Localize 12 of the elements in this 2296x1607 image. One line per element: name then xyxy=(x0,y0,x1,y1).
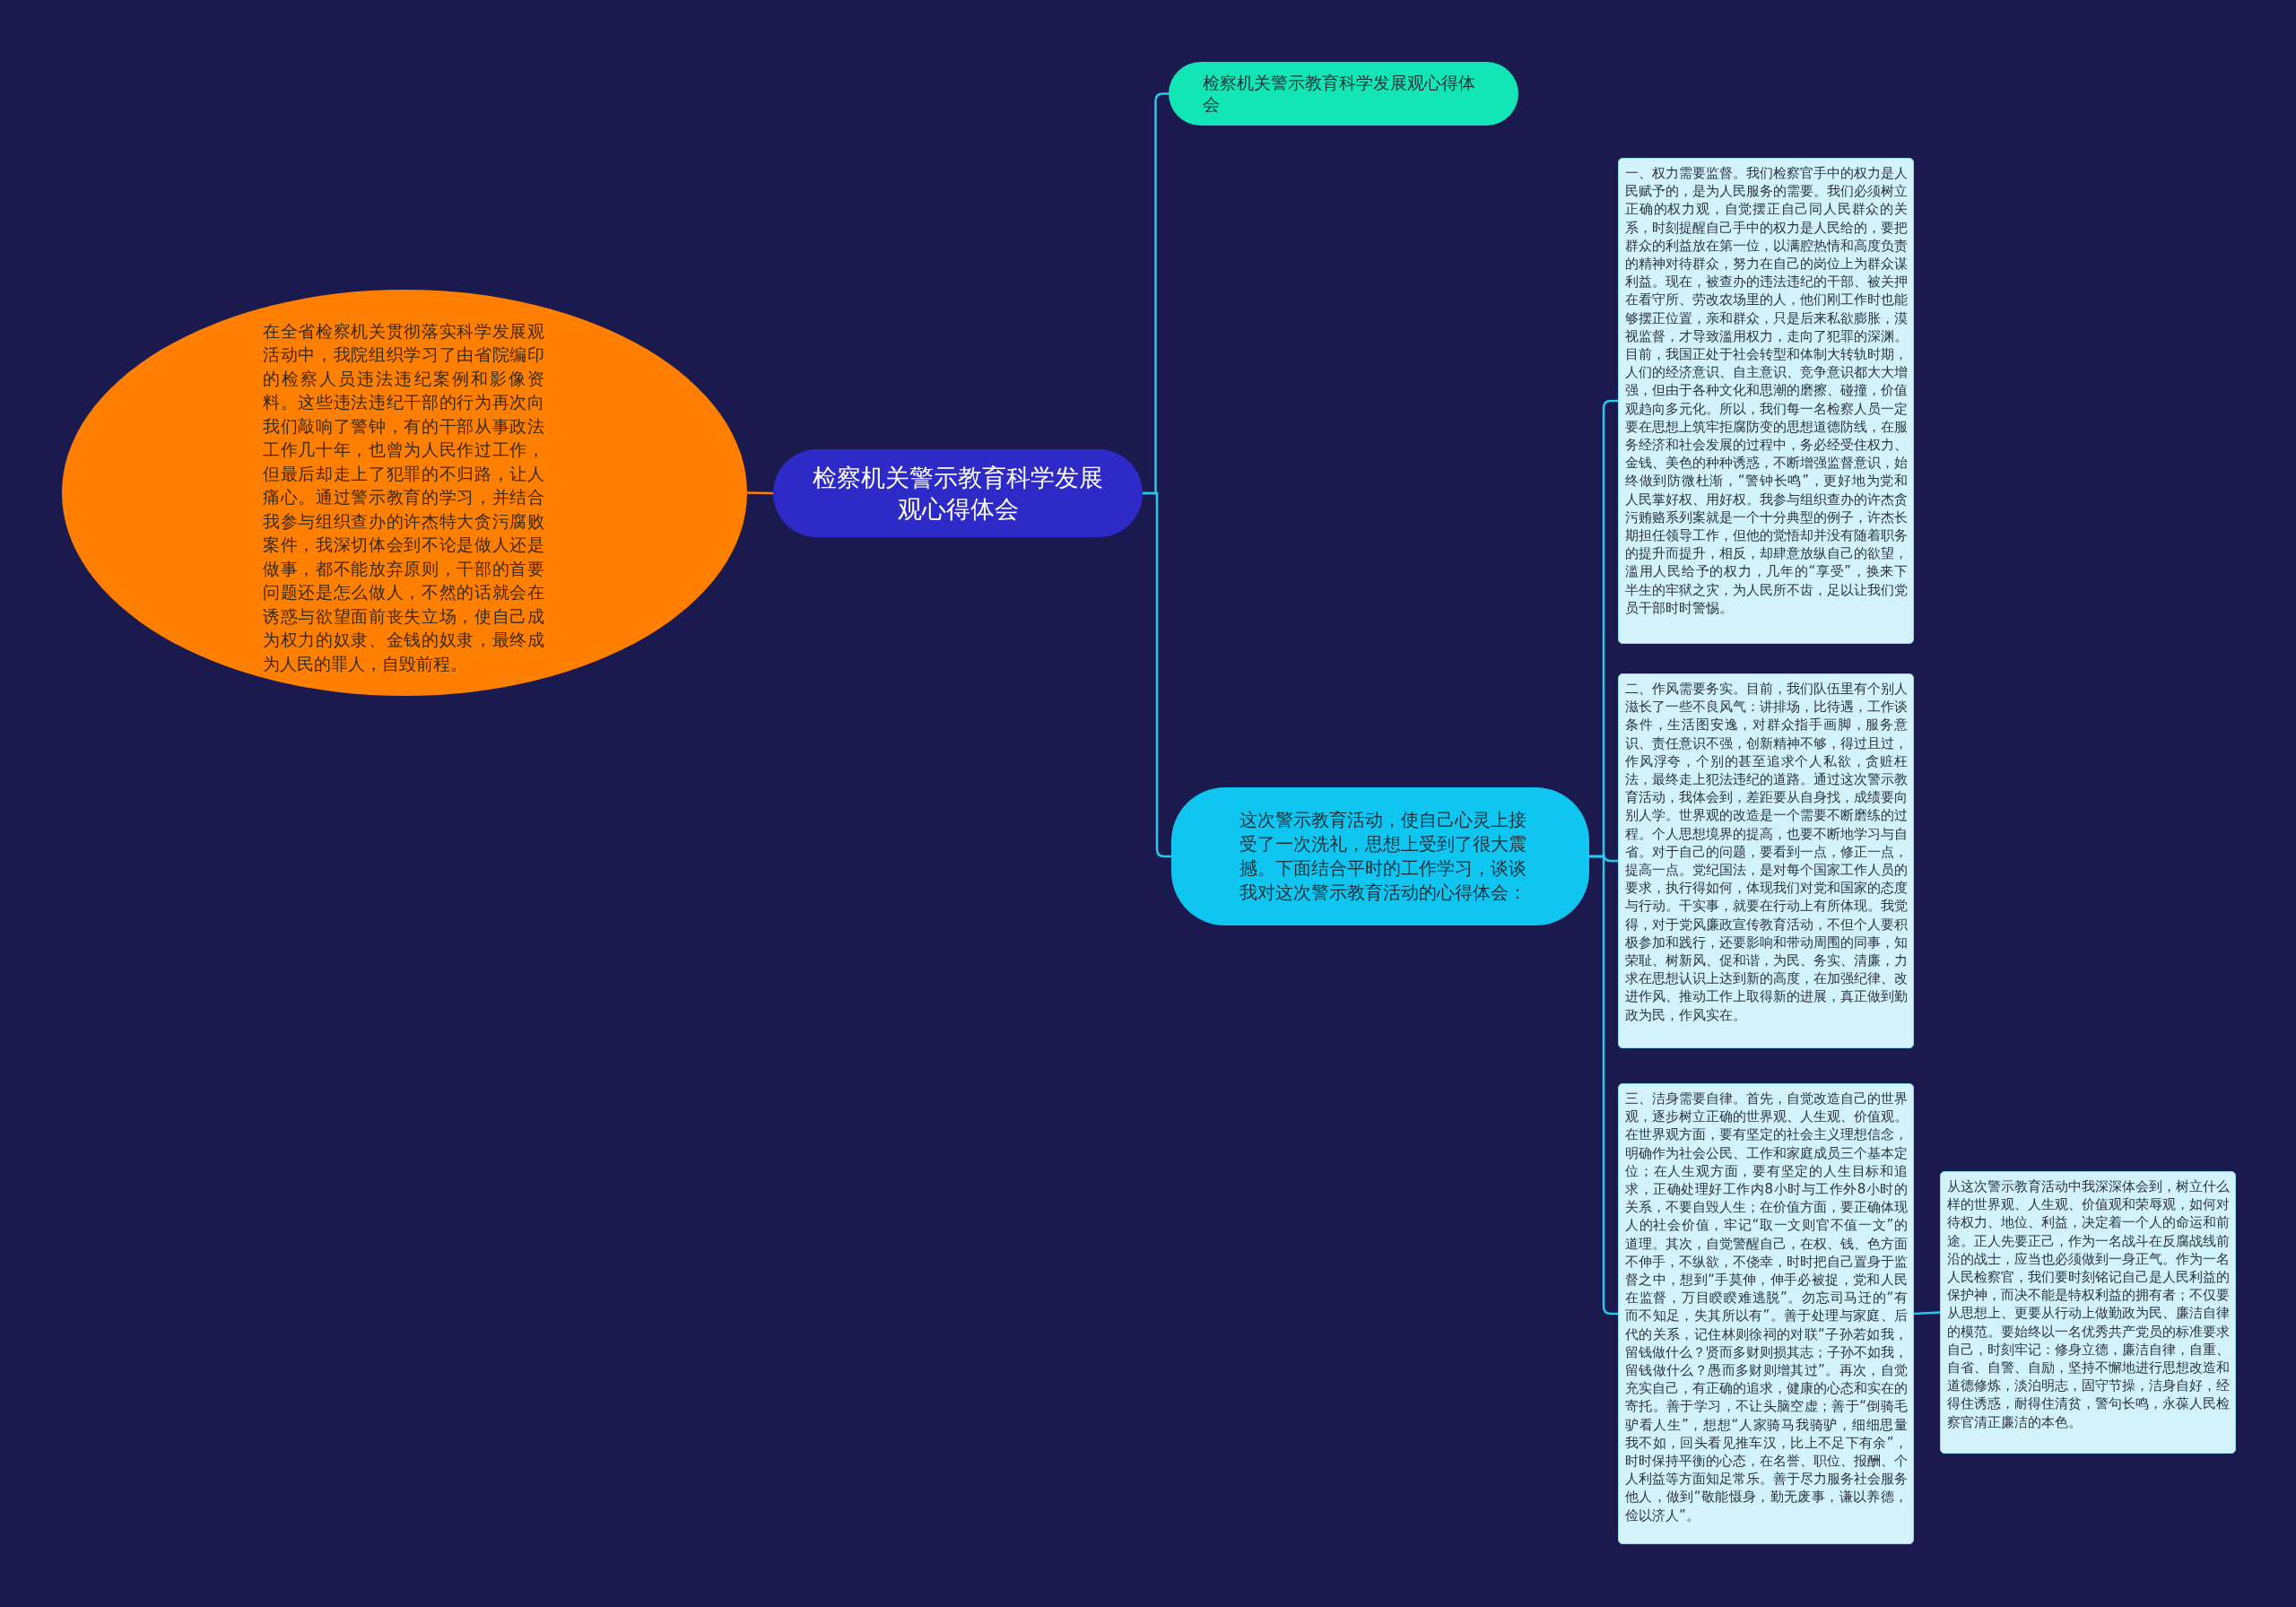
central-topic: 检察机关警示教育科学发展观心得体会 xyxy=(773,449,1143,537)
topic-box: 这次警示教育活动，使自己心灵上接受了一次洗礼，思想上受到了很大震撼。下面结合平时的工作学习，谈谈我对这次警示教育活动的心得体会： xyxy=(1171,787,1589,925)
text-card: 从这次警示教育活动中我深深体会到，树立什么样的世界观、人生观、价值观和荣辱观，如何对待权力、地位、利益，决定着一个人的命运和前途。正人先要正己，作为一名战斗在反腐战线前沿的战士，应当也必须做到一身正气。作为一名人民检察官，我们要时刻铭记自己是人民利益的保护神，而决不能是特权利益的拥有者；不仅要从思想上、更要从行动上做勤政为民、廉洁自律的模范。要始终以一名优秀共产党员的标准要求自己，时刻牢记：修身立德，廉洁自律，自重、自省、自警、自励，坚持不懈地进行思想改造和道德修炼，淡泊明志，固守节操，洁身自好，经得住诱惑，耐得住清贫，警句长鸣，永葆人民检察官清正廉洁的本色。 xyxy=(1940,1171,2236,1454)
connector-line xyxy=(1913,1311,1941,1316)
topic-box: 检察机关警示教育科学发展观心得体会 xyxy=(1169,62,1518,126)
connector-line xyxy=(1589,855,1618,1316)
connector-line xyxy=(746,491,774,495)
connector-line xyxy=(1143,491,1171,858)
text-card: 一、权力需要监督。我们检察官手中的权力是人民赋予的，是为人民服务的需要。我们必须树立正确的权力观，自觉摆正自己同人民群众的关系，时刻提醒自己手中的权力是人民给的，要把群众的利益放在第一位，以满腔热情和高度负责的精神对待群众，努力在自己的岗位上为群众谋利益。现在，被查办的违法违纪的干部、被关押在看守所、劳改农场里的人，他们刚工作时也能够摆正位置，亲和群众，只是后来私欲膨胀，漠视监督，才导致滥用权力，走向了犯罪的深渊。目前，我国正处于社会转型和体制大转轨时期，人们的经济意识、自主意识、竞争意识都大大增强，但由于各种文化和思潮的磨擦、碰撞，价值观趋向多元化。所以，我们每一名检察人员一定要在思想上筑牢拒腐防变的思想道德防线，在服务经济和社会发展的过程中，务必经受住权力、金钱、美色的种种诱惑，不断增强监督意识，始终做到防微杜渐，“警钟长鸣”，更好地为党和人民掌好权、用好权。我参与组织查办的许杰贪污贿赂系列案就是一个十分典型的例子，许杰长期担任领导工作，但他的觉悟却并没有随着职务的提升而提升，相反，却肆意放纵自己的欲望，滥用人民给予的权力，几年的“享受”，换来下半生的牢狱之灾，为人民所不齿，足以让我们党员干部时时警惕。 xyxy=(1618,158,1914,644)
topic-ellipse: 在全省检察机关贯彻落实科学发展观活动中，我院组织学习了由省院编印的检察人员违法违纪案例和影像资料。这些违法违纪干部的行为再次向我们敲响了警钟，有的干部从事政法工作几十年，也曾为人民作过工作，但最后却走上了犯罪的不归路，让人痛心。通过警示教育的学习，并结合我参与组织查办的许杰特大贪污腐败案件，我深切体会到不论是做人还是做事，都不能放弃原则，干部的首要问题还是怎么做人，不然的话就会在诱惑与欲望面前丧失立场，使自己成为权力的奴隶、金钱的奴隶，最终成为人民的罪人，自毁前程。 xyxy=(62,290,747,696)
text-card: 二、作风需要务实。目前，我们队伍里有个别人滋长了一些不良风气：讲排场，比待遇，工作谈条件，生活图安逸，对群众指手画脚，服务意识、责任意识不强，创新精神不够，得过且过，作风浮夸，个别的甚至追求个人私欲，贪赃枉法，最终走上犯法违纪的道路。通过这次警示教育活动，我体会到，差距要从自身找，成绩要向别人学。世界观的改造是一个需要不断磨练的过程。个人思想境界的提高，也要不断地学习与自省。对于自己的问题，要看到一点，修正一点，提高一点。党纪国法，是对每个国家工作人员的要求，执行得如何，体现我们对党和国家的态度与行动。干实事，就要在行动上有所体现。我觉得，对于党风廉政宣传教育活动，不但个人要积极参加和践行，还要影响和带动周围的同事，知荣耻、树新风、促和谐，为民、务实、清廉，力求在思想认识上达到新的高度，在加强纪律、改进作风、推动工作上取得新的进展，真正做到勤政为民，作风实在。 xyxy=(1618,673,1914,1048)
text-card: 三、洁身需要自律。首先，自觉改造自己的世界观，逐步树立正确的世界观、人生观、价值观。在世界观方面，要有坚定的社会主义理想信念，明确作为社会公民、工作和家庭成员三个基本定位；在人生观方面，要有坚定的人生目标和追求，正确处理好工作内8小时与工作外8小时的关系，不要自毁人生；在价值方面，要正确体现人的社会价值，牢记“取一文则官不值一文”的道理。其次，自觉警醒自己，在权、钱、色方面不伸手，不纵欲，不侥幸，时时把自己置身于监督之中，想到“手莫伸，伸手必被捉，党和人民在监督，万目睽睽难逃脱”。勿忘司马迁的“有而不知足，失其所以有”。善于处理与家庭、后代的关系，记住林则徐祠的对联“子孙若如我，留钱做什么？贤而多财则损其志；子孙不如我，留钱做什么？愚而多财则增其过”。再次，自觉充实自己，有正确的追求，健康的心态和实在的寄托。善于学习，不让头脑空虚；善于“倒骑毛驴看人生”，想想“人家骑马我骑驴，细细思量我不如，回头看见推车汉，比上不足下有余”，时时保持平衡的心态，在名誉、职位、报酬、个人利益等方面知足常乐。善于尽力服务社会服务他人，做到“敬能慑身，勤无废事，谦以养德，俭以济人”。 xyxy=(1618,1083,1914,1544)
